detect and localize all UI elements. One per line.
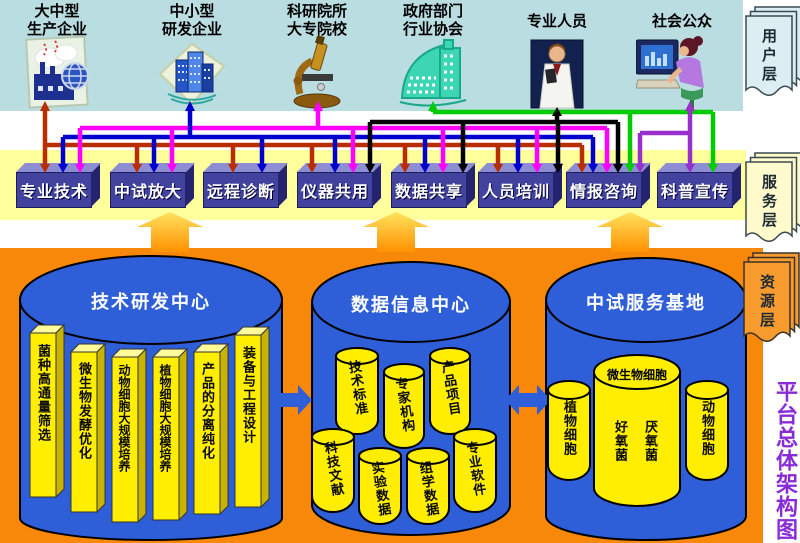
service-box-label: 人员培训 xyxy=(481,182,550,201)
government-building-icon xyxy=(398,34,468,110)
service-box-info-consulting: 情报咨询 xyxy=(566,172,642,208)
user-government-label: 政府部门行业协会 xyxy=(402,2,463,38)
pilot-main-cylinder-label: 微生物细胞 xyxy=(606,368,667,382)
service-box-label: 仪器共用 xyxy=(300,182,369,201)
service-box-science-outreach: 科普宣传 xyxy=(657,172,733,208)
user-layer-tag: 用户层 xyxy=(760,28,778,85)
rd-pillar-label: 植物细胞大规模培养 xyxy=(158,364,172,472)
service-box-pilot-scaleup: 中试放大 xyxy=(110,172,186,208)
rd-pillar-label: 微生物发酵优化 xyxy=(76,362,91,460)
user-large-enterprise-label: 大中型生产企业 xyxy=(26,2,87,38)
pilot-sub-label: 厌氧菌 xyxy=(642,420,657,462)
service-box-label: 科普宣传 xyxy=(660,182,729,201)
user-professional-label: 专业人员 xyxy=(526,12,587,30)
service-layer-tag-paper xyxy=(745,152,800,242)
resource-layer-tag-paper xyxy=(743,252,800,342)
resource-to-service-arrows xyxy=(137,212,663,252)
service-box-label: 专业技术 xyxy=(19,182,88,201)
service-box-data-sharing: 数据共享 xyxy=(391,172,467,208)
resource-layer-tag: 资源层 xyxy=(758,274,776,331)
rd-pillar-label: 菌种高通量筛选 xyxy=(35,344,50,442)
user-layer-tag-paper xyxy=(745,6,800,96)
service-box-label: 中试放大 xyxy=(113,182,182,201)
pilot-sub-label: 好氧菌 xyxy=(612,420,627,462)
pilot-cylinders xyxy=(547,354,729,507)
factory-globe-icon xyxy=(22,36,96,110)
rd-pillars xyxy=(28,323,271,524)
office-buildings-icon xyxy=(158,42,226,110)
data-cylinders xyxy=(311,347,497,525)
rd-center-title: 技术研发中心 xyxy=(91,292,211,313)
service-box-label: 情报咨询 xyxy=(569,182,638,201)
rd-pillar-label: 产品的分离纯化 xyxy=(199,362,214,460)
professional-person-icon xyxy=(527,36,587,112)
service-box-remote-diagnosis: 远程诊断 xyxy=(203,172,279,208)
center-link-arrows xyxy=(266,385,551,415)
person-at-computer-icon xyxy=(636,34,708,112)
user-sme-label: 中小型研发企业 xyxy=(161,2,222,38)
user-research-label: 科研院所大专院校 xyxy=(286,2,347,38)
service-box-label: 远程诊断 xyxy=(206,182,275,201)
data-center-title: 数据信息中心 xyxy=(351,295,471,316)
user-public-label: 社会公众 xyxy=(651,12,712,30)
service-box-personnel-training: 人员培训 xyxy=(478,172,554,208)
microscope-icon xyxy=(285,36,349,110)
diagram-side-title: 平台总体架构图 xyxy=(772,380,797,541)
service-box-professional-tech: 专业技术 xyxy=(16,172,92,208)
service-box-instrument-sharing: 仪器共用 xyxy=(297,172,373,208)
service-layer-tag: 服务层 xyxy=(760,174,778,231)
rd-pillar-label: 动物细胞大规模培养 xyxy=(117,364,131,472)
pilot-base-title: 中试服务基地 xyxy=(586,293,706,314)
pilot-right-cylinder-label: 动物细胞 xyxy=(699,400,714,456)
rd-pillar-label: 装备与工程设计 xyxy=(240,346,255,444)
pilot-left-cylinder-label: 植物细胞 xyxy=(561,400,576,456)
service-box-label: 数据共享 xyxy=(394,182,463,201)
user-layer-band xyxy=(0,0,743,111)
